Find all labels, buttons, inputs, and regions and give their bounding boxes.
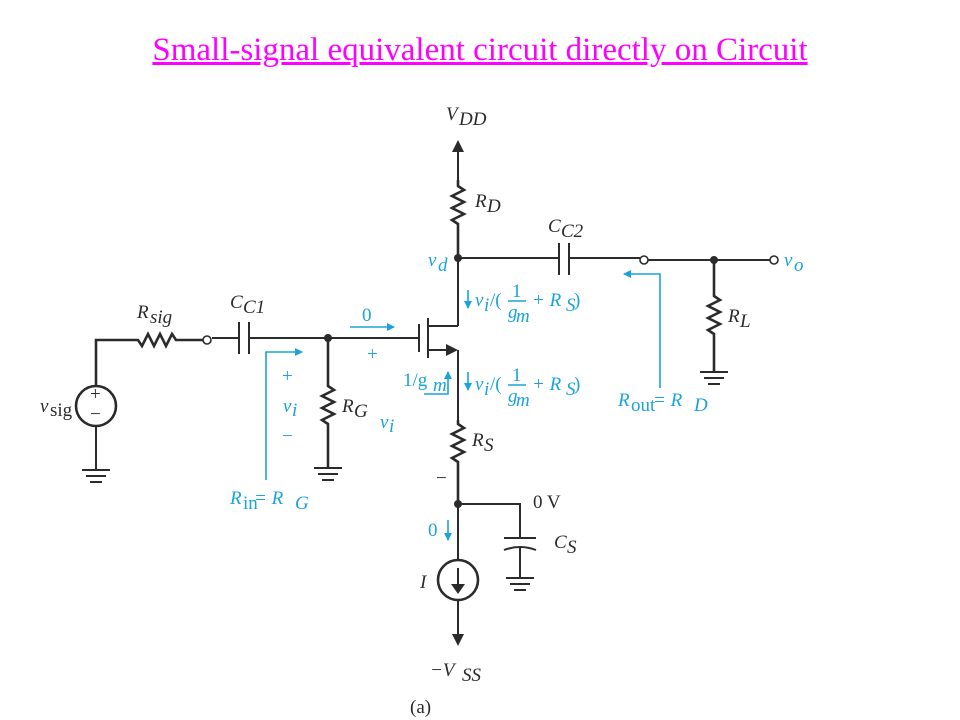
cc2-label: C (548, 216, 561, 237)
svg-text:1: 1 (512, 365, 522, 386)
capacitor-cs: C S (503, 532, 577, 591)
page-title: Small-signal equivalent circuit directly… (152, 32, 808, 68)
vi-annotation: + v i − (282, 366, 297, 447)
rsig-sub: sig (150, 307, 172, 328)
capacitor-cc1: C C1 (212, 292, 265, 354)
resistor-rs: R S − (436, 420, 494, 504)
svg-text:G: G (295, 493, 309, 514)
svg-text:g: g (508, 302, 518, 323)
svg-text:1: 1 (512, 281, 522, 302)
vi-side-label: v (380, 412, 389, 433)
rg-sub: G (354, 401, 368, 422)
mosfet (418, 258, 459, 420)
svg-text:+: + (282, 366, 293, 387)
rsig-label: R (136, 302, 149, 323)
vo-terminal (769, 255, 779, 265)
svg-text:i: i (389, 416, 394, 437)
rout-eq: = R (653, 390, 683, 411)
rd-sub: D (486, 196, 501, 217)
svg-text:v: v (475, 374, 484, 395)
rd-label: R (474, 191, 487, 212)
zero-current-label: 0 (428, 520, 438, 541)
vss-sub: SS (462, 665, 482, 686)
cc2-sub: C2 (561, 221, 584, 242)
drain-current-annotation: v i /( 1 g m + R S ) (464, 281, 580, 327)
rout-label: R (617, 390, 630, 411)
svg-text:m: m (516, 390, 530, 411)
svg-text:): ) (574, 374, 580, 395)
cc1-sub: C1 (243, 297, 265, 318)
current-source: I −V SS (419, 504, 482, 686)
figure-label: (a) (410, 697, 431, 718)
vsig-sub: sig (50, 400, 73, 421)
zero-v-label: 0 V (533, 492, 561, 513)
source-current-annotation: v i /( 1 g m + R S ) (464, 365, 580, 411)
svg-text:+ R: + R (532, 290, 562, 311)
vss-label: −V (430, 660, 457, 681)
vdd-label: V (446, 104, 460, 125)
current-source-label: I (419, 572, 428, 593)
vdd-rail: V DD (446, 104, 487, 180)
rout-eq-sub: D (693, 395, 708, 416)
rl-label: R (727, 306, 740, 327)
rs-label: R (471, 430, 484, 451)
gate-current-label: 0 (362, 305, 372, 326)
svg-text:/(: /( (490, 290, 502, 311)
resistor-rg: R G (314, 338, 368, 481)
input-terminal (202, 335, 212, 345)
svg-text:+: + (90, 384, 101, 405)
svg-text:g: g (508, 386, 518, 407)
vd-sub: d (438, 255, 448, 276)
svg-text:= R: = R (254, 488, 284, 509)
rin-annotation: R in = R G (229, 348, 309, 514)
resistor-rsig: R sig (94, 302, 203, 386)
svg-text:−: − (90, 404, 101, 425)
svg-text:v: v (475, 290, 484, 311)
svg-text:S: S (566, 379, 576, 400)
output-terminal (639, 255, 649, 265)
svg-text:1/g: 1/g (403, 370, 428, 391)
svg-text:−: − (282, 426, 293, 447)
cs-sub: S (567, 537, 577, 558)
svg-text:): ) (574, 290, 580, 311)
resistor-rl: R L (700, 260, 751, 385)
vd-label: v (428, 250, 437, 271)
rl-sub: L (739, 311, 751, 332)
one-over-gm-annotation: 1/g m (403, 370, 452, 396)
svg-text:m: m (433, 375, 447, 396)
svg-text:i: i (484, 295, 489, 316)
rout-sub: out (631, 395, 656, 416)
resistor-rd: R D (449, 180, 501, 258)
rout-annotation: R out = R D (617, 270, 708, 416)
svg-text:i: i (292, 400, 297, 421)
svg-text:i: i (484, 379, 489, 400)
vo-sub: o (794, 255, 804, 276)
rg-label: R (341, 396, 354, 417)
rs-sub: S (484, 435, 494, 456)
svg-text:S: S (566, 295, 576, 316)
svg-text:+ R: + R (532, 374, 562, 395)
svg-text:/(: /( (490, 374, 502, 395)
cc1-label: C (230, 292, 243, 313)
svg-text:v: v (283, 396, 292, 417)
vsig-source: + − v sig (40, 384, 118, 483)
rs-minus: − (436, 468, 447, 489)
svg-text:m: m (516, 306, 530, 327)
svg-text:in: in (243, 493, 258, 514)
cs-wire (458, 503, 521, 538)
vsig-label: v (40, 396, 49, 417)
capacitor-cc2: C C2 (548, 216, 584, 275)
vdd-sub: DD (458, 109, 487, 130)
vo-label: v (784, 250, 793, 271)
svg-text:R: R (229, 488, 242, 509)
gate-plus-label: + (367, 344, 378, 365)
cs-label: C (554, 532, 567, 553)
